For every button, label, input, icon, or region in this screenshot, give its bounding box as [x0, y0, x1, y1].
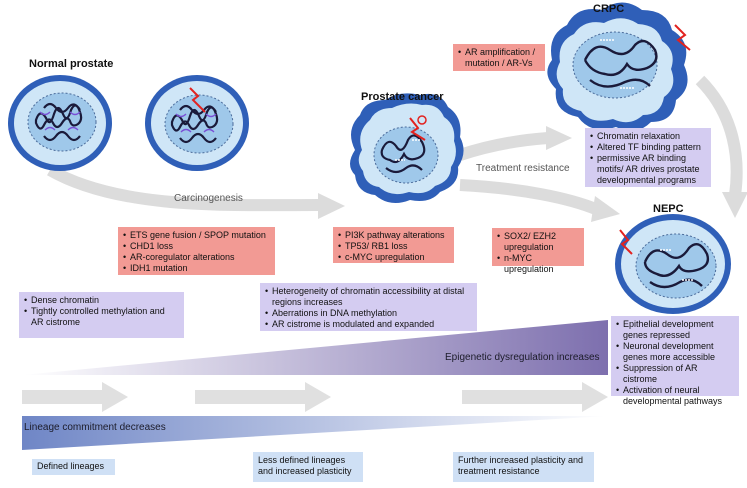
cancer-cell — [350, 93, 464, 204]
list-item: SOX2/ EZH2 upregulation — [497, 231, 579, 253]
epigenetic-wedge — [22, 320, 608, 375]
list-item: n-MYC upregulation — [497, 253, 579, 275]
normal-epigenetics-box: Dense chromatin Tightly controlled methy… — [19, 292, 184, 338]
treatment-resistance-label: Treatment resistance — [476, 163, 570, 174]
less-defined-lineages-box: Less defined lineages and increased plas… — [253, 452, 363, 482]
crpc-to-nepc-arrow — [695, 75, 747, 218]
carcinogenesis-alterations-box: ETS gene fusion / SPOP mutation CHD1 los… — [118, 227, 275, 275]
list-item: AR cistrome is modulated and expanded — [265, 319, 472, 330]
list-item: Chromatin relaxation — [590, 131, 706, 142]
cancer-alterations-box: PI3K pathway alterations TP53/ RB1 loss … — [333, 227, 454, 263]
list-item: ETS gene fusion / SPOP mutation — [123, 230, 270, 241]
to-crpc-arrow — [458, 126, 572, 161]
list-item: AR amplification / mutation / AR-Vs — [458, 47, 540, 69]
list-item: Heterogeneity of chromatin accessibility… — [265, 286, 472, 308]
list-item: Epithelial development genes repressed — [616, 319, 734, 341]
list-item: permissive AR binding motifs/ AR drives … — [590, 153, 706, 186]
to-nepc-arrow — [459, 179, 620, 222]
nepc-alterations-box: SOX2/ EZH2 upregulation n-MYC upregulati… — [492, 228, 584, 274]
stage-title-nepc: NEPC — [653, 203, 684, 215]
crpc-alterations-box: AR amplification / mutation / AR-Vs — [453, 44, 545, 71]
list-item: Altered TF binding pattern — [590, 142, 706, 153]
carcinogenesis-arrow — [47, 164, 345, 219]
stage-title-normal: Normal prostate — [29, 58, 114, 70]
list-item: AR-coregulator alterations — [123, 252, 270, 263]
altered-normal-cell — [145, 75, 249, 171]
stage-title-crpc: CRPC — [593, 3, 625, 15]
nepc-epigenetics-box: Epithelial development genes repressed N… — [611, 316, 739, 406]
list-item: Suppression of AR cistrome — [616, 363, 734, 385]
epigenetic-dysregulation-label: Epigenetic dysregulation increases — [445, 352, 600, 363]
list-item: TP53/ RB1 loss — [338, 241, 449, 252]
list-item: PI3K pathway alterations — [338, 230, 449, 241]
further-plasticity-box: Further increased plasticity and treatme… — [453, 452, 594, 482]
list-item: Aberrations in DNA methylation — [265, 308, 472, 319]
defined-lineages-box: Defined lineages — [32, 459, 115, 475]
list-item: c-MYC upregulation — [338, 252, 449, 263]
progression-arrow-1 — [22, 382, 128, 412]
nepc-cell — [615, 214, 731, 314]
cancer-epigenetics-box: Heterogeneity of chromatin accessibility… — [260, 283, 477, 331]
list-item: Neuronal development genes more accessib… — [616, 341, 734, 363]
carcinogenesis-label: Carcinogenesis — [174, 193, 243, 204]
progression-arrow-2 — [195, 382, 331, 412]
list-item: Tightly controlled methylation and AR ci… — [24, 306, 179, 328]
crpc-epigenetics-box: Chromatin relaxation Altered TF binding … — [585, 128, 711, 187]
list-item: Activation of neural developmental pathw… — [616, 385, 734, 407]
crpc-cell — [547, 2, 691, 131]
list-item: CHD1 loss — [123, 241, 270, 252]
normal-cell — [8, 75, 112, 171]
stage-title-cancer: Prostate cancer — [361, 91, 444, 103]
lineage-commitment-label: Lineage commitment decreases — [24, 422, 166, 433]
list-item: IDH1 mutation — [123, 263, 270, 274]
lineage-wedge — [22, 416, 608, 450]
progression-arrow-3 — [462, 382, 608, 412]
list-item: Dense chromatin — [24, 295, 179, 306]
